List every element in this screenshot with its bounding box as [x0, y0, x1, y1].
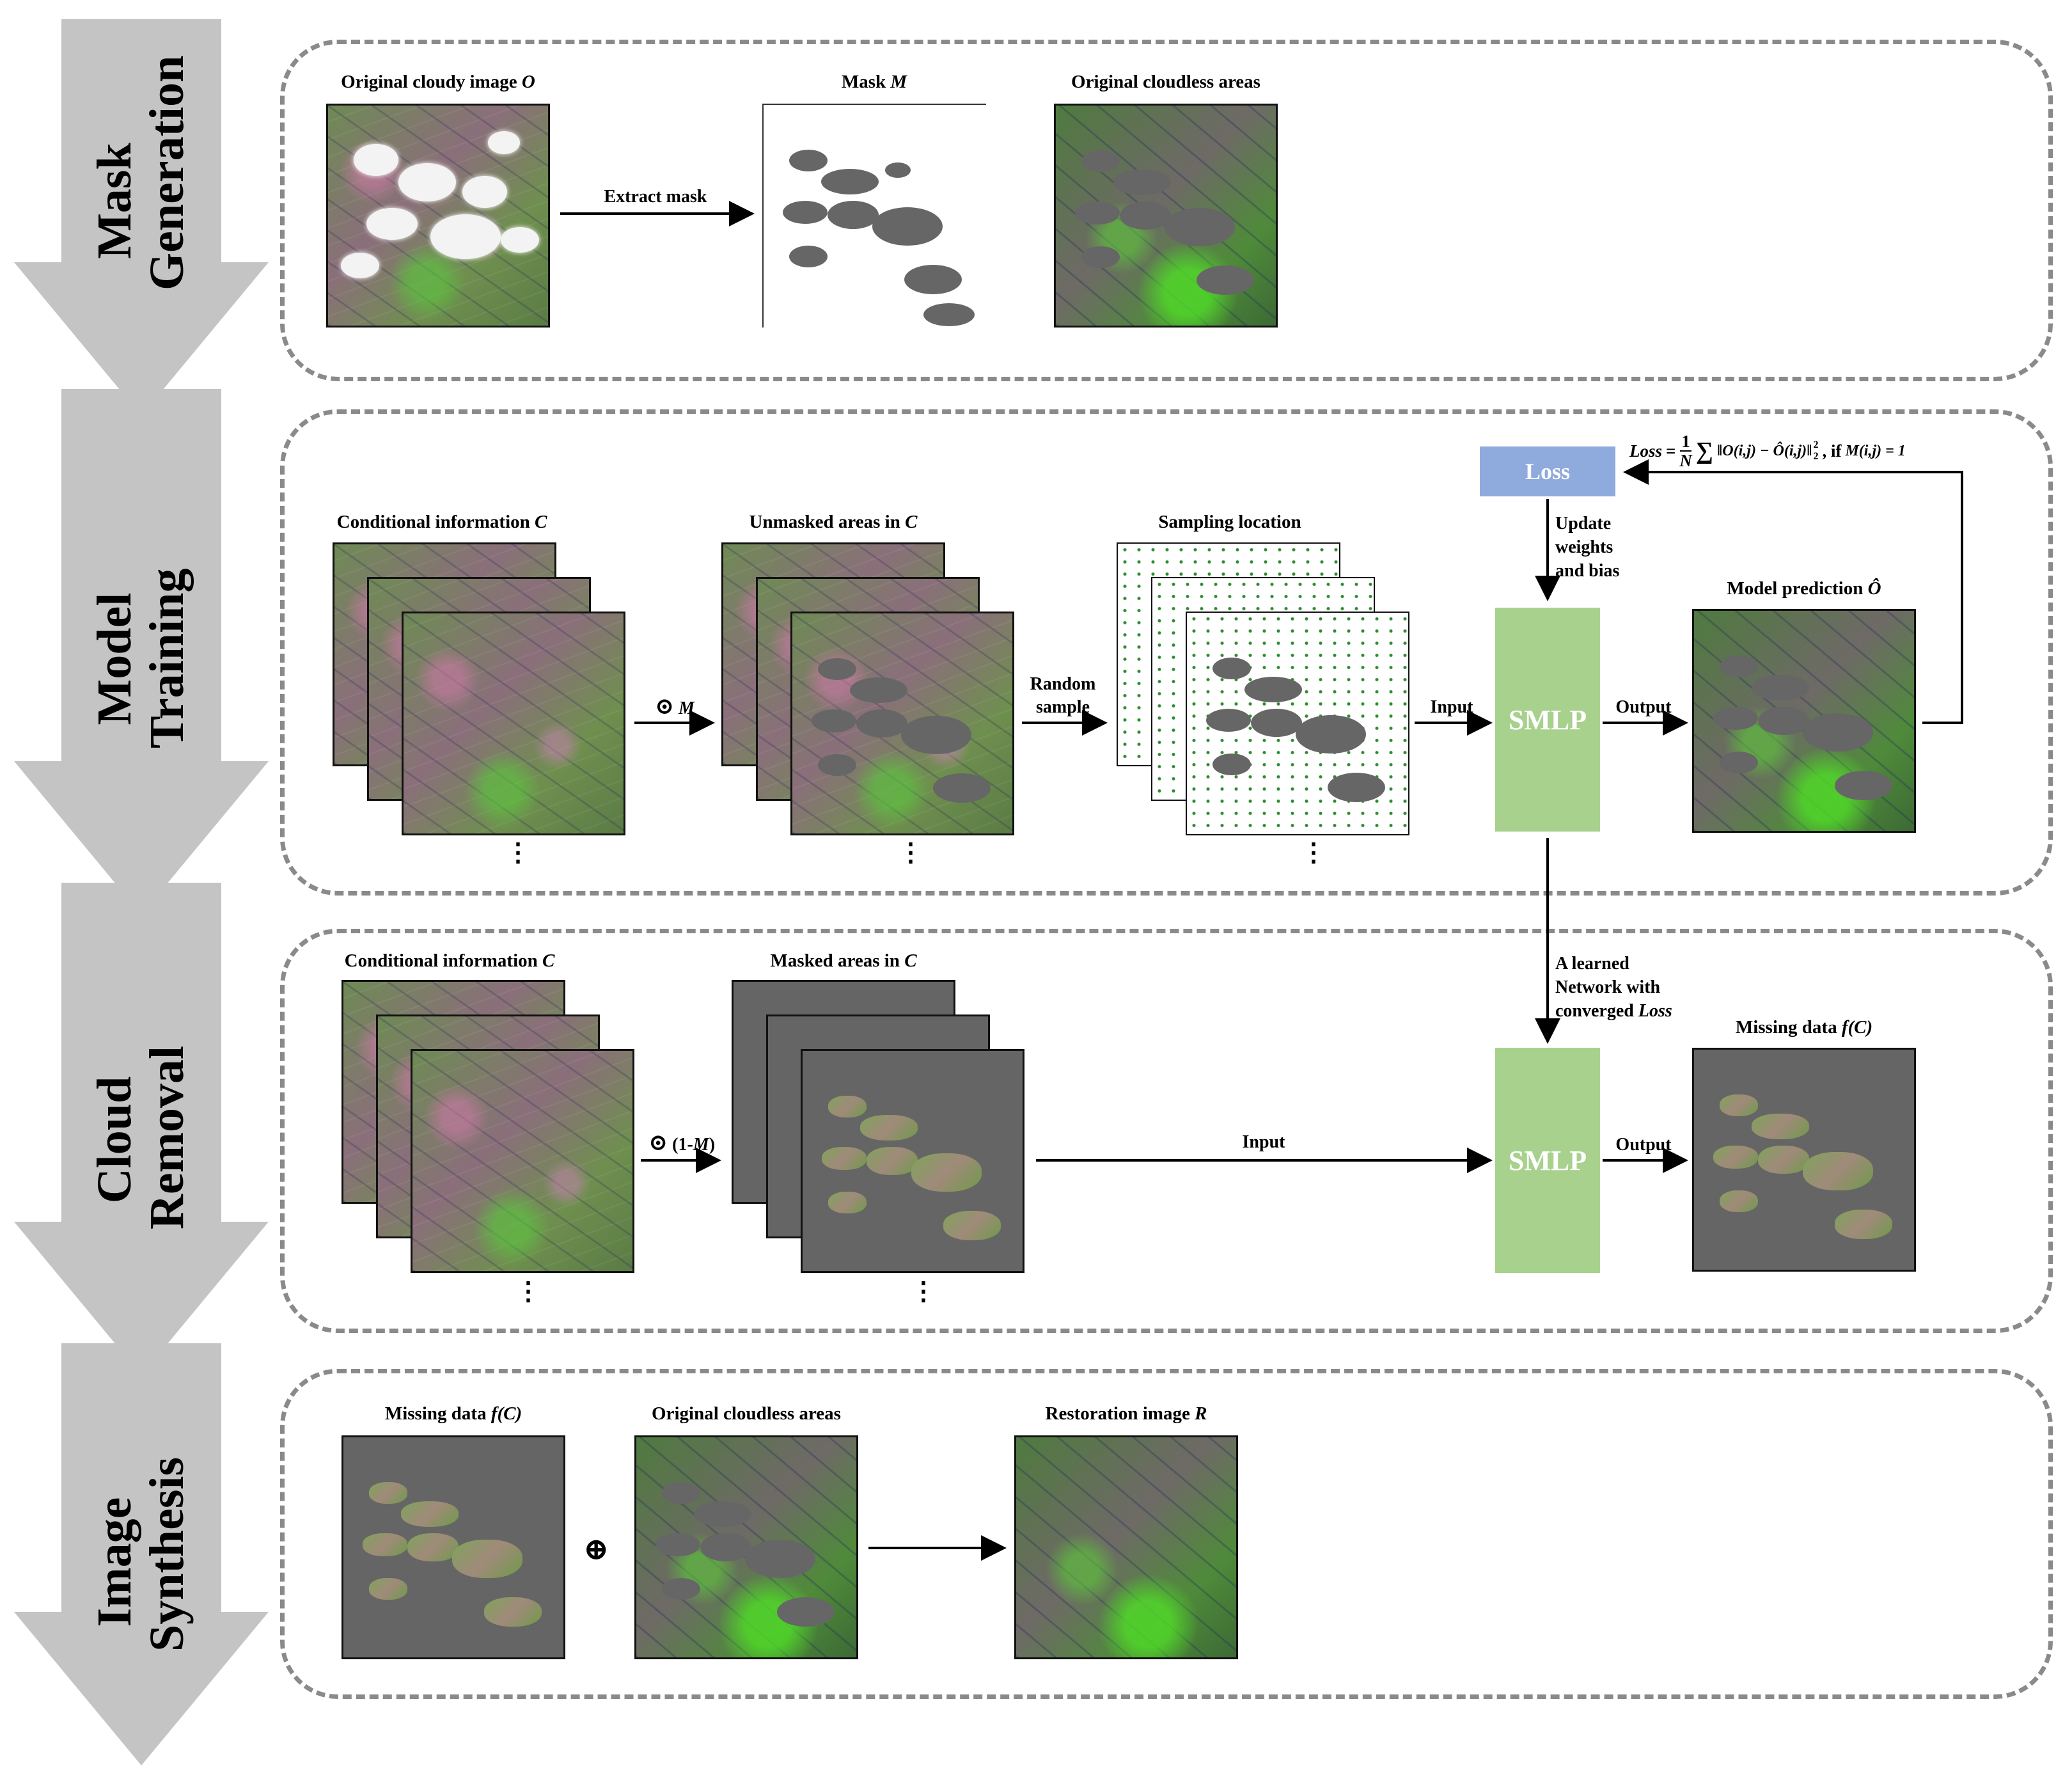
oplus-symbol: ⊕ — [583, 1533, 609, 1567]
panel-model-training — [280, 409, 2053, 896]
caption-original-cloudy: Original cloudy image O — [341, 72, 535, 92]
image-conditional-removal-front — [411, 1049, 634, 1273]
stage-arrow-mask-generation — [14, 19, 269, 416]
caption-missing-data-removal: Missing data f(C) — [1735, 1017, 1873, 1038]
caption-unmasked: Unmasked areas in C — [749, 512, 918, 532]
formula-fraction: 1 N — [1679, 432, 1692, 470]
caption-masked: Masked areas in C — [770, 951, 917, 971]
loss-formula: Loss = 1 N ∑ ‖O(i,j) − Ô(i,j)‖ 2 2 , if … — [1629, 432, 1906, 470]
vdots-conditional-removal: ⋮ — [515, 1277, 541, 1306]
image-sampling-front — [1186, 612, 1409, 835]
caption-mask: Mask M — [841, 72, 907, 92]
image-mask — [762, 104, 986, 328]
panel-cloud-removal — [280, 929, 2053, 1333]
label-output-removal: Output — [1615, 1135, 1672, 1155]
image-restoration — [1014, 1435, 1238, 1659]
panel-mask-generation — [280, 40, 2053, 381]
vdots-sampling: ⋮ — [1301, 838, 1326, 867]
loss-box: Loss — [1480, 446, 1615, 496]
stage-arrow-image-synthesis — [14, 1343, 269, 1765]
image-missing-data-removal — [1692, 1048, 1916, 1272]
label-input-removal: Input — [1242, 1132, 1285, 1152]
vdots-masked: ⋮ — [911, 1277, 936, 1306]
stage-arrows — [14, 19, 269, 1765]
label-random-sample: Random sample — [1030, 674, 1096, 717]
caption-conditional-training: Conditional information C — [336, 512, 547, 532]
caption-conditional-removal: Conditional information C — [344, 951, 555, 971]
image-original-cloudless-bottom — [634, 1435, 858, 1659]
arrow-feedback-loss — [1623, 459, 1963, 724]
stage-arrow-cloud-removal — [14, 883, 269, 1375]
caption-missing-data-synthesis: Missing data f(C) — [384, 1403, 522, 1424]
caption-sampling: Sampling location — [1158, 512, 1301, 532]
image-missing-data-synthesis — [341, 1435, 565, 1659]
formula-norm-exp: 2 2 — [1813, 439, 1819, 462]
label-input-training: Input — [1430, 697, 1473, 717]
image-masked-front — [801, 1049, 1024, 1273]
panel-image-synthesis — [280, 1369, 2053, 1699]
smlp-box-training: SMLP — [1495, 608, 1600, 832]
label-extract-mask: Extract mask — [604, 187, 707, 207]
label-update-weights: Update weights and bias — [1555, 514, 1620, 581]
image-original-cloudy — [326, 104, 550, 328]
caption-restoration: Restoration image R — [1045, 1403, 1207, 1424]
image-unmasked-front — [790, 612, 1014, 835]
vdots-unmasked: ⋮ — [898, 838, 923, 867]
caption-model-prediction: Model prediction Ô — [1727, 578, 1881, 599]
smlp-box-removal: SMLP — [1495, 1048, 1600, 1273]
caption-original-cloudless-top: Original cloudless areas — [1071, 72, 1260, 92]
label-learned-network: A learned Network with converged Loss — [1555, 954, 1672, 1021]
image-model-prediction — [1692, 609, 1916, 833]
vdots-conditional-training: ⋮ — [505, 838, 531, 867]
stage-arrow-model-training — [14, 389, 269, 915]
image-original-cloudless-top — [1054, 104, 1278, 328]
label-odot-1-m: ⊙ (1-M) — [648, 1130, 716, 1155]
label-odot-m: ⊙ M — [654, 693, 695, 719]
image-conditional-training-front — [402, 612, 625, 835]
label-output-training: Output — [1615, 697, 1672, 717]
caption-original-cloudless-bottom: Original cloudless areas — [652, 1403, 841, 1424]
